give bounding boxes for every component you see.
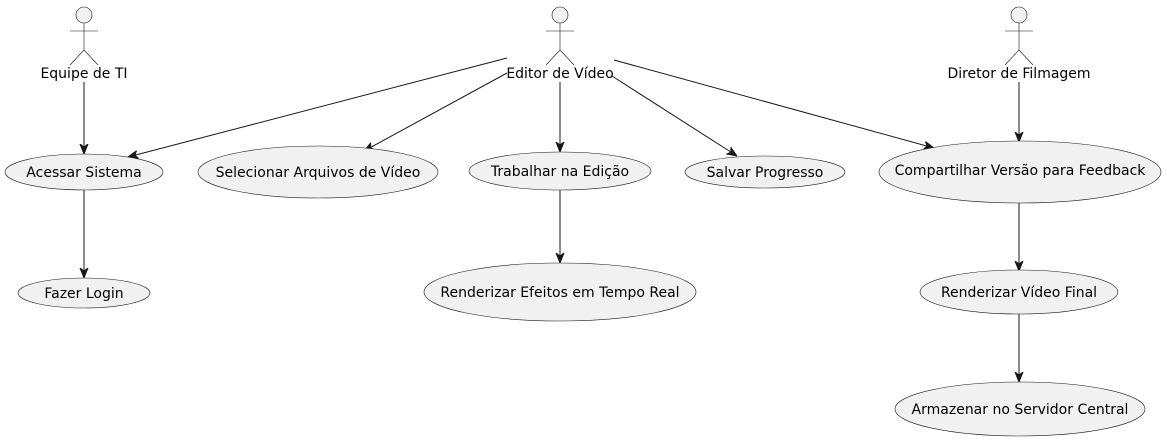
use-case-compartilhar-versao: Compartilhar Versão para Feedback xyxy=(878,140,1162,204)
use-case-renderizar-efeitos: Renderizar Efeitos em Tempo Real xyxy=(423,262,697,322)
actor-diretor-filmagem: Diretor de Filmagem xyxy=(947,6,1091,82)
stick-figure-icon xyxy=(69,6,99,66)
actor-equipe-ti: Equipe de TI xyxy=(40,6,128,82)
actor-editor-video: Editor de Vídeo xyxy=(506,6,614,82)
stick-figure-icon xyxy=(1004,6,1034,66)
use-case-label: Armazenar no Servidor Central xyxy=(912,402,1129,418)
use-case-fazer-login: Fazer Login xyxy=(17,277,151,309)
use-case-label: Acessar Sistema xyxy=(26,165,141,181)
use-case-label: Salvar Progresso xyxy=(707,165,824,181)
actor-label: Editor de Vídeo xyxy=(506,66,613,82)
use-case-label: Trabalhar na Edição xyxy=(490,164,629,180)
use-case-salvar-progresso: Salvar Progresso xyxy=(684,155,846,189)
use-case-selecionar-arquivos: Selecionar Arquivos de Vídeo xyxy=(197,145,439,199)
edge-editor-to-selecionar-arquivos xyxy=(364,72,508,151)
edge-editor-to-salvar-progresso xyxy=(611,75,737,156)
use-case-label: Fazer Login xyxy=(44,286,123,302)
use-case-label: Renderizar Vídeo Final xyxy=(941,285,1097,301)
actor-label: Equipe de TI xyxy=(40,66,127,82)
actor-label: Diretor de Filmagem xyxy=(947,66,1090,82)
use-case-trabalhar-edicao: Trabalhar na Edição xyxy=(468,151,652,191)
use-case-armazenar-servidor: Armazenar no Servidor Central xyxy=(894,381,1146,437)
edges xyxy=(84,57,1019,382)
use-case-label: Renderizar Efeitos em Tempo Real xyxy=(440,285,679,301)
edge-editor-to-acessar-sistema xyxy=(128,57,508,157)
use-case-label: Selecionar Arquivos de Vídeo xyxy=(216,165,421,181)
use-case-acessar-sistema: Acessar Sistema xyxy=(4,153,164,191)
use-case-label: Compartilhar Versão para Feedback xyxy=(895,163,1147,179)
stick-figure-icon xyxy=(545,6,575,66)
edge-editor-to-compartilhar-versao xyxy=(613,59,934,148)
use-case-renderizar-final: Renderizar Vídeo Final xyxy=(919,269,1119,315)
